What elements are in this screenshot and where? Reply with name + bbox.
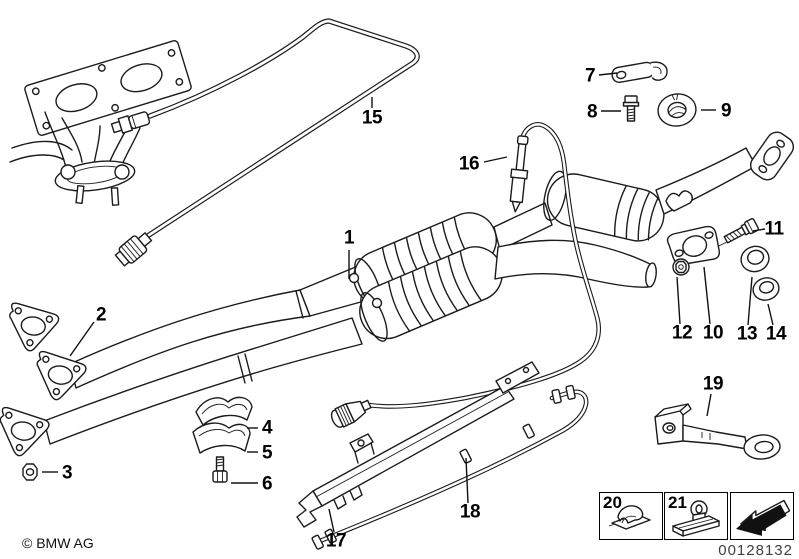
sensor-bung-holes xyxy=(350,274,382,308)
tail-pipe-flange xyxy=(747,128,797,183)
callout-17[interactable]: 17 xyxy=(325,530,347,552)
callout-8[interactable]: 8 xyxy=(586,101,598,123)
gasket-ring-13 xyxy=(738,243,772,274)
rubber-mount-9 xyxy=(656,92,698,129)
spring-clip-icon xyxy=(600,493,662,538)
pipe-flange-upper xyxy=(30,350,89,405)
bolt-11 xyxy=(723,218,759,245)
callout-15[interactable]: 15 xyxy=(361,107,383,129)
callout-2[interactable]: 2 xyxy=(95,304,107,326)
gasket-ring-14 xyxy=(751,275,782,303)
bracket-19 xyxy=(655,404,781,460)
callout-5[interactable]: 5 xyxy=(261,442,273,464)
callout-14[interactable]: 14 xyxy=(765,323,787,345)
oxygen-sensor-15 xyxy=(111,110,151,135)
catalytic-converters xyxy=(344,203,657,348)
callout-13[interactable]: 13 xyxy=(736,323,758,345)
callout-7[interactable]: 7 xyxy=(584,65,596,87)
nut-12 xyxy=(673,259,689,275)
callout-9[interactable]: 9 xyxy=(720,100,732,122)
diagram-number: 00128132 xyxy=(718,542,793,559)
callout-1[interactable]: 1 xyxy=(343,227,355,249)
sensor-cable-run-18 xyxy=(312,385,587,549)
callout-18[interactable]: 18 xyxy=(459,501,481,523)
pipe-hanger-tab xyxy=(666,191,692,211)
bracket-7 xyxy=(611,59,668,88)
centre-silencer xyxy=(539,128,797,246)
channel-bracket-icon xyxy=(665,493,727,538)
exhaust-manifold xyxy=(10,40,192,205)
callout-12[interactable]: 12 xyxy=(671,322,693,344)
legend-box-20[interactable]: 20 xyxy=(599,492,663,540)
legend-box-21-label: 21 xyxy=(668,493,687,512)
callout-19[interactable]: 19 xyxy=(702,373,724,395)
clamp-lower-5 xyxy=(193,423,250,453)
legend-box-arrow[interactable] xyxy=(730,492,794,540)
cable-16-connector xyxy=(329,395,374,430)
oxygen-sensor-16 xyxy=(329,124,599,430)
callout-11[interactable]: 11 xyxy=(764,218,784,240)
bolt-6 xyxy=(213,457,227,482)
callout-16[interactable]: 16 xyxy=(458,153,480,175)
flange-gasket-2 xyxy=(4,301,61,355)
bolt-8 xyxy=(624,96,639,121)
oxygen-sensor-cable-15 xyxy=(149,21,417,235)
callout-10[interactable]: 10 xyxy=(702,322,724,344)
clamp-upper-4 xyxy=(196,397,252,425)
flange-10 xyxy=(666,221,723,271)
cable-channel-17 xyxy=(297,362,539,527)
nut-3 xyxy=(23,464,37,480)
callout-6[interactable]: 6 xyxy=(261,473,273,495)
pipe-flange-lower xyxy=(0,406,52,461)
cable-15-connector xyxy=(113,229,154,268)
callout-3[interactable]: 3 xyxy=(61,462,73,484)
legend-box-21[interactable]: 21 xyxy=(664,492,728,540)
callout-leader-lines xyxy=(42,73,773,532)
copyright-text: © BMW AG xyxy=(22,535,94,551)
callout-4[interactable]: 4 xyxy=(261,417,273,439)
legend-box-20-label: 20 xyxy=(603,493,622,512)
direction-arrow-icon xyxy=(731,493,791,538)
